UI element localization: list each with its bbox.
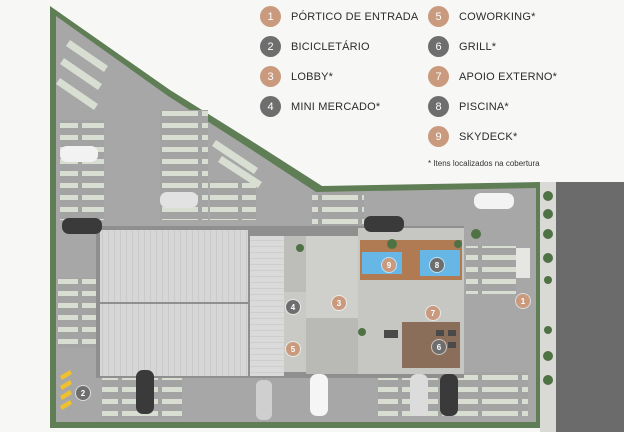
- legend-label: PÓRTICO DE ENTRADA: [291, 10, 419, 23]
- legend-badge: 4: [260, 96, 281, 117]
- entrance-block: [516, 248, 530, 278]
- map-marker-6[interactable]: 6: [432, 340, 446, 354]
- map-marker-2[interactable]: 2: [76, 386, 90, 400]
- parking-stalls-diagonal: [56, 40, 262, 188]
- legend-badge: 8: [428, 96, 449, 117]
- street: [556, 182, 624, 432]
- map-marker-1[interactable]: 1: [516, 294, 530, 308]
- legend-item-piscina: 8 PISCINA*: [428, 96, 509, 117]
- legend-label: MINI MERCADO*: [291, 100, 381, 113]
- legend-badge: 6: [428, 36, 449, 57]
- legend-badge: 9: [428, 126, 449, 147]
- map-marker-9[interactable]: 9: [382, 258, 396, 272]
- parking-stalls-diag: [210, 180, 256, 220]
- bike-rack-stripes: [60, 370, 72, 410]
- legend-label: SKYDECK*: [459, 130, 518, 143]
- map-marker-8[interactable]: 8: [430, 258, 444, 272]
- parking-stalls-right: [466, 246, 516, 294]
- legend-item-grill: 6 GRILL*: [428, 36, 496, 57]
- legend-badge: 3: [260, 66, 281, 87]
- legend-badge: 5: [428, 6, 449, 27]
- legend-label: APOIO EXTERNO*: [459, 70, 558, 83]
- legend-item-bicicletario: 2 BICICLETÁRIO: [260, 36, 370, 57]
- legend-item-coworking: 5 COWORKING*: [428, 6, 536, 27]
- legend-item-apoio-externo: 7 APOIO EXTERNO*: [428, 66, 557, 87]
- legend-badge: 7: [428, 66, 449, 87]
- map-marker-7[interactable]: 7: [426, 306, 440, 320]
- legend: 1 PÓRTICO DE ENTRADA 2 BICICLETÁRIO 3 LO…: [260, 6, 620, 174]
- legend-badge: 2: [260, 36, 281, 57]
- roof-west-lower: [100, 304, 248, 376]
- parked-cars: [60, 146, 514, 420]
- legend-label: BICICLETÁRIO: [291, 40, 370, 53]
- street-trees: [543, 191, 553, 385]
- legend-item-mini-mercado: 4 MINI MERCADO*: [260, 96, 380, 117]
- legend-item-skydeck: 9 SKYDECK*: [428, 126, 517, 147]
- legend-item-lobby: 3 LOBBY*: [260, 66, 333, 87]
- legend-label: GRILL*: [459, 40, 497, 53]
- legend-badge: 1: [260, 6, 281, 27]
- roof-ramp: [250, 236, 284, 376]
- legend-note: * Itens localizados na cobertura: [428, 159, 540, 168]
- roof-west: [100, 230, 248, 302]
- parking-stalls-west-lower: [58, 278, 98, 348]
- legend-item-portico: 1 PÓRTICO DE ENTRADA: [260, 6, 418, 27]
- trees: [296, 229, 481, 336]
- legend-label: LOBBY*: [291, 70, 334, 83]
- room-service: [306, 318, 358, 374]
- map-marker-5[interactable]: 5: [286, 342, 300, 356]
- legend-label: COWORKING*: [459, 10, 536, 23]
- sidewalk: [540, 182, 556, 432]
- map-marker-3[interactable]: 3: [332, 296, 346, 310]
- room-market: [284, 236, 308, 292]
- parking-stalls-west: [60, 120, 104, 220]
- legend-label: PISCINA*: [459, 100, 509, 113]
- map-marker-4[interactable]: 4: [286, 300, 300, 314]
